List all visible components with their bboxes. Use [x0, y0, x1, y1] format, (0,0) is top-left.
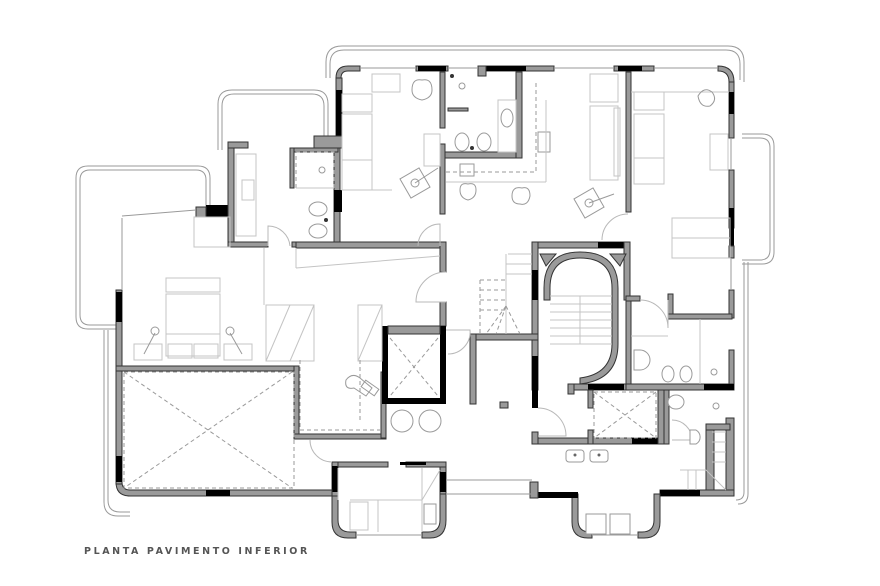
drawing-title: PLANTA PAVIMENTO INFERIOR [84, 546, 310, 557]
void-markings [123, 337, 657, 489]
double-bed [133, 277, 253, 361]
furniture [133, 73, 731, 535]
balcony-outlines [75, 45, 775, 517]
door-swings [267, 213, 693, 463]
exercise-equipment [345, 374, 380, 397]
windows [121, 67, 732, 536]
staircases [479, 253, 727, 491]
exterior-walls [115, 65, 735, 539]
interior-walls [227, 71, 735, 445]
